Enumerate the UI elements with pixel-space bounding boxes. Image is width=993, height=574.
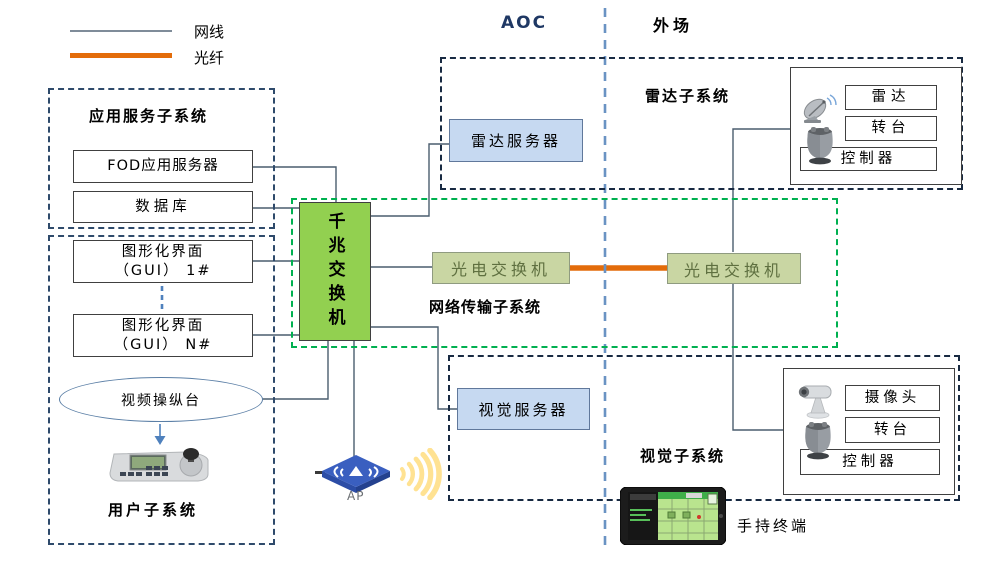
database-box: 数据库: [73, 191, 253, 223]
wifi-signal-icon: [400, 448, 442, 500]
guin-box: 图形化界面（GUI） N#: [73, 314, 253, 357]
console-arrow: [154, 424, 166, 445]
vision-subsystem-title: 视觉子系统: [640, 447, 726, 465]
wire-optical2-to-vision-devices: [732, 284, 783, 431]
radar-turntable-box: 转台: [845, 116, 937, 141]
radar-turntable-icon: [807, 127, 833, 165]
radar-subsystem-box: [440, 57, 963, 190]
wire-fod-to-switch: [252, 166, 337, 203]
network-subsystem-box: [291, 198, 838, 348]
optical-switch-aoc-box: 光电交换机: [432, 252, 570, 284]
gui1-box: 图形化界面（GUI） 1#: [73, 240, 253, 283]
radar-server-box: 雷达服务器: [449, 119, 583, 162]
vision-turntable-box: 转台: [845, 417, 940, 443]
ap-label: AP: [347, 489, 365, 503]
camera-icon: [798, 385, 832, 419]
guin-label: 图形化界面（GUI） N#: [113, 318, 213, 353]
optical-switch-field-box: 光电交换机: [667, 253, 801, 284]
legend-network-cable-label: 网线: [194, 23, 225, 41]
legend-network-cable-line: [70, 30, 172, 32]
radar-subsystem-title: 雷达子系统: [645, 87, 731, 105]
camera-box: 摄像头: [845, 385, 940, 411]
legend-optical-fiber-line: [70, 53, 172, 58]
ap-icon: [315, 455, 390, 493]
gigabit-switch-box: 千兆交换机: [299, 202, 371, 341]
video-console-ellipse: 视频操纵台: [59, 377, 263, 422]
app-server-subsystem-title: 应用服务子系统: [89, 107, 209, 125]
vision-turntable-icon: [805, 422, 831, 460]
joystick-console-icon: [109, 448, 209, 482]
wire-console-to-switch: [262, 341, 329, 400]
radar-dish-icon: [803, 94, 837, 123]
radar-box: 雷达: [845, 85, 937, 110]
zone-outfield-label: 外场: [653, 16, 694, 35]
vision-server-box: 视觉服务器: [457, 388, 590, 430]
legend-optical-fiber-label: 光纤: [194, 49, 225, 67]
gui1-label: 图形化界面（GUI） 1#: [114, 244, 212, 279]
app-server-subsystem-box: [48, 88, 275, 229]
wire-optical2-to-radar-devices: [732, 128, 790, 252]
user-subsystem-box: [48, 235, 275, 545]
handheld-terminal-label: 手持终端: [737, 517, 810, 535]
user-subsystem-title: 用户子系统: [108, 501, 199, 519]
handheld-terminal-icon: [620, 487, 726, 545]
zone-aoc-label: AOC: [501, 13, 548, 33]
wire-switch-to-radar-server: [371, 143, 449, 217]
network-subsystem-title: 网络传输子系统: [429, 298, 542, 316]
wire-switch-to-vision-server: [371, 326, 457, 410]
fod-app-server-box: FOD应用服务器: [73, 150, 253, 183]
